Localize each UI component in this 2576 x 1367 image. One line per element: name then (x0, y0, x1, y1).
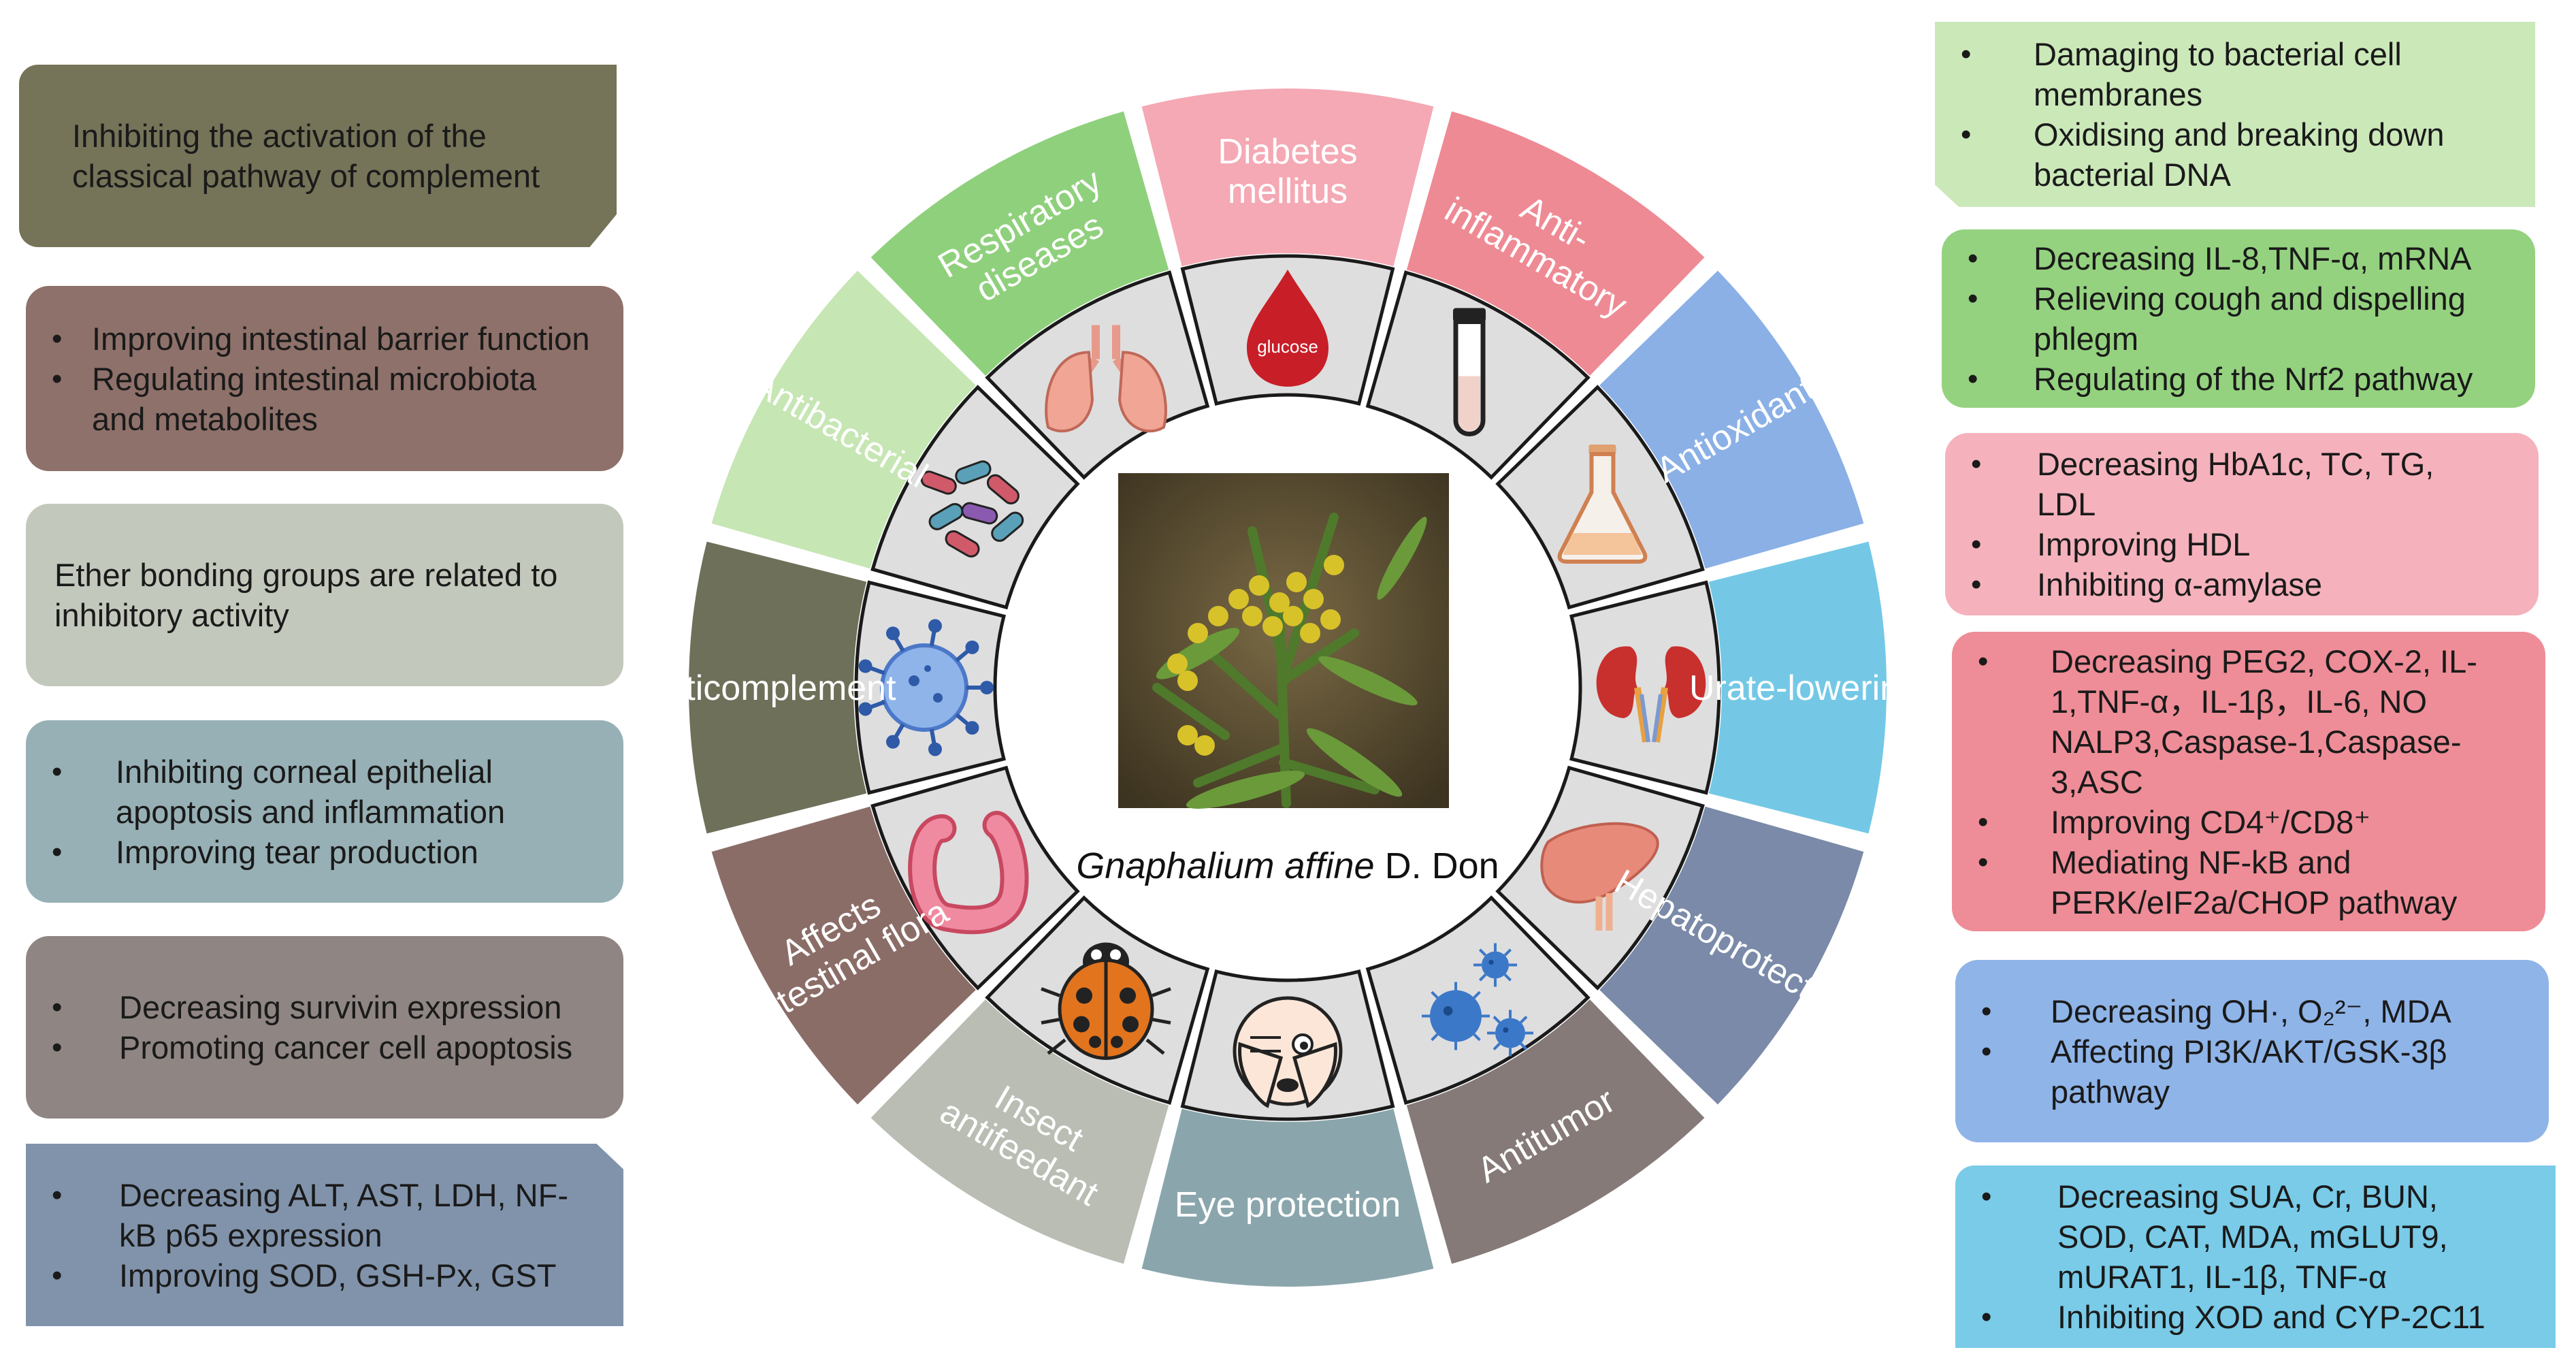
diabetes-item-1: Decreasing HbA1c, TC, TG, LDL (1945, 444, 2539, 524)
intestine-icon (908, 811, 1029, 935)
center-title: Gnaphalium affine D. Don (1076, 846, 1499, 886)
ladybug-icon (1041, 942, 1171, 1060)
segment-antitumor (1406, 999, 1705, 1264)
anti-inflammatory-list: Decreasing PEG2, COX-2, IL-1,TNF-α，IL-1β… (1952, 641, 2545, 922)
virus-icon (858, 619, 994, 756)
segment-label-anticomplement: anticomplement (646, 669, 896, 708)
eye-protection-box: Inhibiting corneal epithelial apoptosis … (26, 720, 623, 903)
antitumor-box: Decreasing survivin expression Promoting… (26, 936, 623, 1119)
intestinal-flora-box: Improving intestinal barrier function Re… (26, 286, 623, 471)
anti-inflammatory-item-3: Mediating NF-kB and PERK/eIF2a/CHOP path… (1952, 842, 2545, 922)
eye-cover-face-icon (1233, 996, 1343, 1108)
antioxidant-box: Decreasing OH·, O₂²⁻, MDA Affecting PI3K… (1955, 960, 2549, 1142)
tumor-cells-icon (1422, 943, 1533, 1057)
respiratory-box: Decreasing IL-8,TNF-α, mRNA Relieving co… (1942, 229, 2535, 408)
antibacterial-box: Damaging to bacterial cell membranes Oxi… (1935, 22, 2535, 207)
liver-icon (1540, 822, 1659, 931)
segment-eye-protection (1141, 1108, 1434, 1287)
segment-intestinal-flora (711, 806, 976, 1105)
segment-label-urate-lowering: Urate-lowering (1689, 669, 1919, 708)
segment-anticomplement (688, 541, 867, 834)
icon-layer: glucose (858, 270, 1706, 1108)
diabetes-list: Decreasing HbA1c, TC, TG, LDL Improving … (1945, 444, 2539, 605)
icon-cell-antibacterial (870, 385, 1080, 610)
antibacterial-item-2: Oxidising and breaking down bacterial DN… (1935, 114, 2535, 195)
antioxidant-list: Decreasing OH·, O₂²⁻, MDA Affecting PI3K… (1955, 991, 2549, 1112)
kidneys-icon (1596, 646, 1706, 743)
icon-cell-urate-lowering (1569, 580, 1721, 795)
insect-antifeedant-text: Ether bonding groups are related to inhi… (54, 557, 558, 633)
segment-insect-antifeedant (870, 999, 1169, 1264)
hepatoprotection-list: Decreasing ALT, AST, LDH, NF-kB p65 expr… (26, 1175, 623, 1296)
hepatoprotection-box: Decreasing ALT, AST, LDH, NF-kB p65 expr… (26, 1144, 623, 1326)
segment-antibacterial (711, 270, 976, 569)
urate-lowering-item-1: Decreasing SUA, Cr, BUN, SOD, CAT, MDA, … (1955, 1176, 2556, 1297)
hepatoprotection-item-1: Decreasing ALT, AST, LDH, NF-kB p65 expr… (26, 1175, 623, 1255)
lungs-icon (1045, 325, 1167, 433)
segment-hepatoprotection (1599, 806, 1864, 1105)
antibacterial-item-1: Damaging to bacterial cell membranes (1935, 34, 2535, 114)
segment-antioxidant (1599, 270, 1864, 569)
outer-ring (688, 88, 1887, 1287)
eye-protection-list: Inhibiting corneal epithelial apoptosis … (26, 752, 623, 872)
flask-icon (1557, 445, 1648, 564)
anti-inflammatory-item-1: Decreasing PEG2, COX-2, IL-1,TNF-α，IL-1β… (1952, 641, 2545, 802)
antitumor-item-2: Promoting cancer cell apoptosis (26, 1027, 623, 1067)
intestinal-flora-list: Improving intestinal barrier function Re… (26, 319, 623, 439)
blood-drop-icon: glucose (1247, 270, 1328, 387)
anti-inflammatory-box: Decreasing PEG2, COX-2, IL-1,TNF-α，IL-1β… (1952, 632, 2545, 931)
antioxidant-item-2: Affecting PI3K/AKT/GSK-3β pathway (1955, 1031, 2549, 1112)
antioxidant-item-1: Decreasing OH·, O₂²⁻, MDA (1955, 991, 2549, 1031)
glucose-label: glucose (1257, 336, 1318, 357)
respiratory-item-1: Decreasing IL-8,TNF-α, mRNA (1942, 238, 2535, 278)
segment-urate-lowering (1708, 541, 1887, 834)
segment-label-eye-protection: Eye protection (1175, 1185, 1401, 1225)
anticomplement-text: Inhibiting the activation of the classic… (72, 118, 540, 194)
intestinal-flora-item-2: Regulating intestinal microbiota and met… (26, 359, 623, 439)
bacteria-icon (920, 460, 1024, 558)
respiratory-item-3: Regulating of the Nrf2 pathway (1942, 359, 2535, 399)
urate-lowering-list: Decreasing SUA, Cr, BUN, SOD, CAT, MDA, … (1955, 1176, 2556, 1337)
insect-antifeedant-box: Ether bonding groups are related to inhi… (26, 504, 623, 686)
plant-photo (1118, 473, 1449, 809)
respiratory-item-2: Relieving cough and dispelling phlegm (1942, 278, 2535, 359)
antitumor-item-1: Decreasing survivin expression (26, 987, 623, 1027)
anti-inflammatory-item-2: Improving CD4⁺/CD8⁺ (1952, 802, 2545, 842)
urate-lowering-item-2: Inhibiting XOD and CYP-2C11 (1955, 1297, 2556, 1337)
diabetes-item-3: Inhibiting α-amylase (1945, 564, 2539, 605)
segment-anti-inflammatory (1406, 111, 1705, 376)
segment-diabetes (1141, 88, 1434, 267)
anticomplement-box: Inhibiting the activation of the classic… (19, 65, 617, 247)
test-tube-icon (1453, 308, 1486, 436)
icon-cell-antitumor (1365, 895, 1591, 1105)
urate-lowering-box: Decreasing SUA, Cr, BUN, SOD, CAT, MDA, … (1955, 1165, 2556, 1348)
diabetes-item-2: Improving HDL (1945, 524, 2539, 564)
center-title-author: D. Don (1375, 846, 1499, 886)
segment-respiratory (870, 111, 1169, 376)
eye-protection-item-1: Inhibiting corneal epithelial apoptosis … (26, 752, 623, 832)
eye-protection-item-2: Improving tear production (26, 832, 623, 872)
diabetes-box: Decreasing HbA1c, TC, TG, LDL Improving … (1945, 433, 2539, 615)
hepatoprotection-item-2: Improving SOD, GSH-Px, GST (26, 1255, 623, 1296)
antibacterial-list: Damaging to bacterial cell membranes Oxi… (1935, 34, 2535, 195)
respiratory-list: Decreasing IL-8,TNF-α, mRNA Relieving co… (1942, 238, 2535, 399)
center-title-species: Gnaphalium affine (1076, 846, 1374, 886)
intestinal-flora-item-1: Improving intestinal barrier function (26, 319, 623, 359)
inner-ring (854, 254, 1721, 1121)
antitumor-list: Decreasing survivin expression Promoting… (26, 987, 623, 1067)
